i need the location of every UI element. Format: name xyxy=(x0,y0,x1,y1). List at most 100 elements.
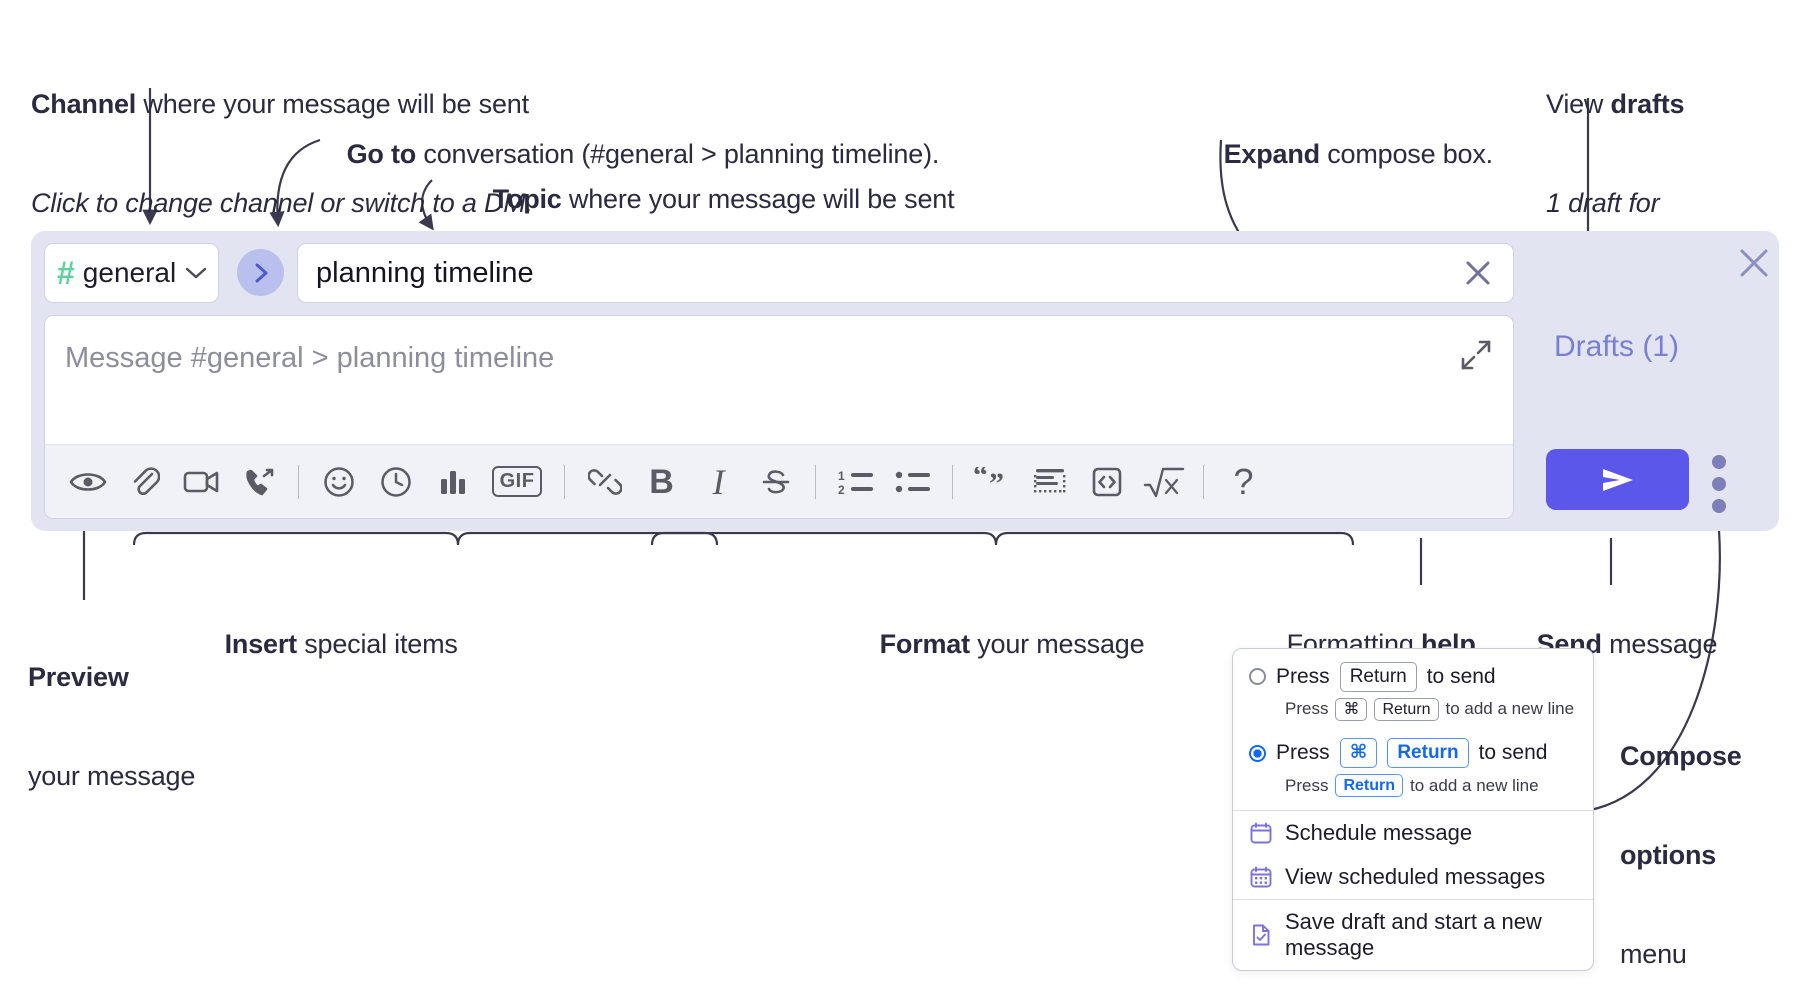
chevron-right-icon xyxy=(250,261,272,285)
video-camera-icon[interactable] xyxy=(173,453,230,511)
calendar-icon xyxy=(1249,821,1273,845)
chevron-down-icon xyxy=(184,265,208,281)
annotation-channel-bold: Channel xyxy=(31,88,137,119)
topic-value: planning timeline xyxy=(316,256,534,289)
option-1-press: Press xyxy=(1276,664,1330,688)
annotation-expand-rest: compose box. xyxy=(1319,138,1493,169)
strikethrough-icon[interactable] xyxy=(747,453,804,511)
key-return: Return xyxy=(1335,773,1404,798)
send-shortcut-option-1[interactable]: Press Return to send Press ⌘ Return to a… xyxy=(1233,649,1593,734)
menu-item-save-draft[interactable]: Save draft and start a new message xyxy=(1233,900,1593,970)
annotation-channel-rest: where your message will be sent xyxy=(136,88,529,119)
annotation-expand: Expand compose box. xyxy=(1209,105,1494,171)
toolbar-separator xyxy=(952,464,953,499)
bold-icon[interactable]: B xyxy=(633,453,690,511)
option-1-sub-press: Press xyxy=(1285,699,1329,719)
option-1-sub-tail: to add a new line xyxy=(1445,699,1575,719)
gif-icon[interactable]: GIF xyxy=(481,453,553,511)
code-block-icon[interactable] xyxy=(1021,453,1078,511)
clock-icon[interactable] xyxy=(367,453,424,511)
italic-label: I xyxy=(712,461,725,502)
message-placeholder: Message #general > planning timeline xyxy=(65,342,555,374)
goto-conversation-button[interactable] xyxy=(237,249,284,296)
annotation-drafts-bold: drafts xyxy=(1610,88,1685,119)
math-icon[interactable] xyxy=(1135,453,1192,511)
key-command: ⌘ xyxy=(1339,738,1378,768)
compose-options-button[interactable] xyxy=(1712,455,1726,513)
italic-icon[interactable]: I xyxy=(690,453,747,511)
compose-inner: # general planning timeline Message #gen… xyxy=(44,243,1514,519)
topic-input[interactable]: planning timeline xyxy=(297,243,1514,303)
key-return: Return xyxy=(1387,738,1469,768)
annotation-insert-bold: Insert xyxy=(224,628,298,659)
option-1-tail: to send xyxy=(1426,664,1496,688)
menu-divider xyxy=(1233,899,1593,901)
annotation-format-bold: Format xyxy=(879,628,971,659)
annotation-send-rest: message xyxy=(1601,628,1718,659)
radio-return-to-send[interactable] xyxy=(1249,668,1266,686)
annotation-topic-rest: where your message will be sent xyxy=(561,183,955,214)
question-icon[interactable]: ? xyxy=(1215,453,1272,511)
key-return: Return xyxy=(1339,662,1417,692)
menu-item-view-scheduled-messages[interactable]: View scheduled messages xyxy=(1233,855,1593,899)
annotation-topic: Topic where your message will be sent xyxy=(478,150,955,216)
calendar-grid-icon xyxy=(1249,865,1273,889)
bulleted-list-icon[interactable] xyxy=(884,453,941,511)
send-icon xyxy=(1595,461,1641,499)
document-check-icon xyxy=(1249,923,1273,947)
annotation-goto-rest: conversation (#general > planning timeli… xyxy=(416,138,940,169)
annotation-goto-bold: Go to xyxy=(346,138,417,169)
svg-text:“: “ xyxy=(973,467,988,492)
phone-forward-icon[interactable] xyxy=(230,453,287,511)
annotation-expand-bold: Expand xyxy=(1223,138,1321,169)
annotation-channel-italic: Click to change channel or switch to a D… xyxy=(31,187,533,218)
close-icon[interactable] xyxy=(1734,243,1774,283)
annotation-goto: Go to conversation (#general > planning … xyxy=(332,105,940,171)
annotation-insert: Insert special items xyxy=(210,595,458,661)
message-input[interactable]: Message #general > planning timeline xyxy=(44,315,1514,519)
annotation-channel: Channel where your message will be sent … xyxy=(31,22,533,253)
option-2-tail: to send xyxy=(1478,741,1548,765)
expand-icon[interactable] xyxy=(1459,338,1493,372)
hash-icon: # xyxy=(57,255,75,291)
option-2-sub-press: Press xyxy=(1285,775,1329,795)
preview-button[interactable] xyxy=(59,453,116,511)
toolbar-separator xyxy=(298,464,299,499)
toolbar-separator xyxy=(1203,464,1204,499)
key-command: ⌘ xyxy=(1335,697,1368,722)
menu-divider xyxy=(1233,810,1593,812)
kebab-menu-icon xyxy=(1712,455,1726,513)
attach-button[interactable] xyxy=(116,453,173,511)
annotation-format: Format your message xyxy=(865,595,1145,661)
option-2-sub-tail: to add a new line xyxy=(1410,775,1539,795)
svg-text:”: ” xyxy=(989,467,1004,497)
send-button[interactable] xyxy=(1546,449,1689,510)
gif-label: GIF xyxy=(491,466,543,497)
link-icon[interactable] xyxy=(576,453,633,511)
close-icon[interactable] xyxy=(1461,256,1495,290)
radio-command-return-to-send[interactable] xyxy=(1249,744,1266,762)
option-2-press: Press xyxy=(1276,741,1330,765)
channel-name: general xyxy=(82,257,177,288)
formatting-toolbar: GIF B I xyxy=(45,444,1513,518)
smiley-icon[interactable] xyxy=(310,453,367,511)
quote-icon[interactable]: “ ” xyxy=(964,453,1021,511)
toolbar-separator xyxy=(564,464,565,499)
annotation-format-rest: your message xyxy=(969,628,1145,659)
annotation-compose-options-line3: menu xyxy=(1620,938,1687,969)
code-icon[interactable] xyxy=(1078,453,1135,511)
annotation-preview-line2: your message xyxy=(28,760,196,791)
svg-text:2: 2 xyxy=(838,483,845,497)
annotation-insert-rest: special items xyxy=(296,628,458,659)
menu-item-schedule-message[interactable]: Schedule message xyxy=(1233,811,1593,855)
send-shortcut-option-2[interactable]: Press ⌘ Return to send Press Return to a… xyxy=(1233,734,1593,810)
channel-picker[interactable]: # general xyxy=(44,243,219,303)
compose-options-menu: Press Return to send Press ⌘ Return to a… xyxy=(1232,648,1594,972)
menu-item-label: View scheduled messages xyxy=(1285,864,1546,890)
drafts-link[interactable]: Drafts (1) xyxy=(1554,330,1680,363)
annotation-topic-bold: Topic xyxy=(492,183,562,214)
compose-header-row: # general planning timeline xyxy=(44,243,1514,305)
help-label: ? xyxy=(1233,460,1254,502)
ordered-list-icon[interactable]: 1 2 xyxy=(827,453,884,511)
bar-chart-icon[interactable] xyxy=(424,453,481,511)
